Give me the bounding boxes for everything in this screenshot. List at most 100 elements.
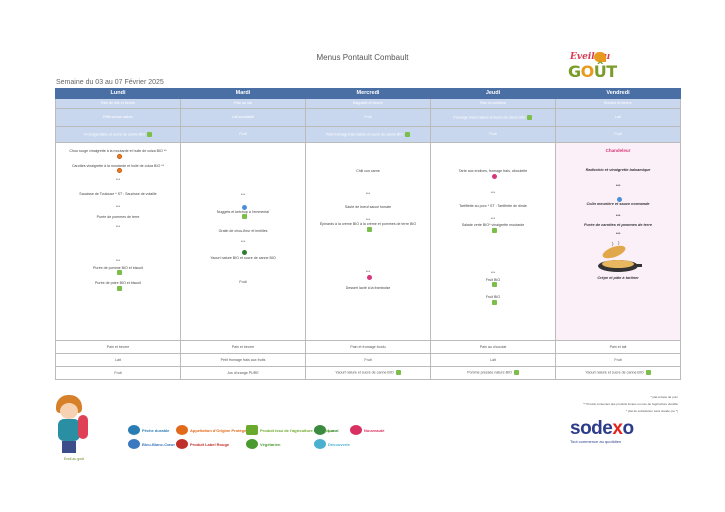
labels-legend: Pêche durable Appellation d'Origine Prot… (128, 425, 408, 455)
cell: Pain de mie et beurre (55, 98, 181, 109)
cell: Jus d'orange PURE (180, 366, 306, 380)
cell: Petit fromage frais aux fruits (180, 353, 306, 367)
bio-icon (246, 425, 258, 435)
cell: Pain au chocolat (430, 340, 556, 354)
breakfast-row-3: Fromage blanc et sucre de canne BIO Frui… (55, 126, 681, 143)
local-icon (314, 425, 326, 435)
breakfast-row-1: Pain de mie et beurre Pain au lait Bague… (55, 98, 681, 109)
footnotes: * plat à base de porc ** Produit contena… (480, 394, 678, 415)
bio-icon (405, 131, 411, 137)
decouverte-icon (314, 439, 326, 449)
cell: Fruit (55, 366, 181, 380)
nouveaute-icon (366, 274, 372, 280)
legend-label-rouge: Produit Label Rouge (176, 439, 229, 449)
sodexo-logo: sodexo Tout commence au quotidien (570, 418, 670, 448)
bio-icon (116, 270, 122, 276)
nouveaute-icon (491, 173, 497, 179)
sodexo-wordmark: sodexo (570, 418, 634, 439)
cell: Brioche et beurre (555, 98, 681, 109)
days-header-row: Lundi Mardi Mercredi Jeudi Vendredi (55, 88, 681, 99)
lunch-mardi: *** Nuggets et ketchup à l'emmental Grat… (180, 142, 306, 341)
mascot-illustration: Eveil au goût (50, 393, 98, 463)
snack-row-1: Pain et beurre Pain et beurre Pain et fr… (55, 340, 681, 354)
aop-icon (116, 153, 122, 159)
cell: Pain et confiture (430, 98, 556, 109)
lunch-mercredi: Chili con carne *** Sauté de bœuf sauce … (305, 142, 431, 341)
legend-local: Local (314, 425, 338, 435)
peche-durable-icon (128, 425, 140, 435)
cell: Pain et lait (555, 340, 681, 354)
cell: Petit fromage frais nature et sucre de c… (305, 126, 431, 143)
sodexo-tagline: Tout commence au quotidien (570, 439, 622, 444)
bio-icon (491, 228, 497, 234)
lunch-vendredi: Chandeleur Radicchio et vinaigrette bals… (555, 142, 681, 341)
mascot-caption: Eveil au goût (63, 457, 85, 461)
cell: Fruit (305, 108, 431, 127)
cell: Lait (430, 353, 556, 367)
cell: Fruit (430, 126, 556, 143)
legend-aop: Appellation d'Origine Protégée (176, 425, 249, 435)
cell: Pain et beurre (55, 340, 181, 354)
lunch-row: Chou rouge vinaigrette à la moutarde et … (55, 142, 681, 341)
crepe-pan-icon (598, 240, 642, 273)
cell: Petit-suisse nature (55, 108, 181, 127)
week-label: Semaine du 03 au 07 Février 2025 (56, 79, 164, 86)
bio-icon (491, 299, 497, 305)
footnote: ** Produit contenant des produits locaux… (583, 402, 678, 406)
bio-icon (395, 370, 401, 376)
legend-nouveaute: Nouveauté (350, 425, 384, 435)
cell: Fromage blanc nature et sucre de canne B… (430, 108, 556, 127)
logo-line2: GOÛT (568, 62, 617, 81)
page-title: Menus Pontault Combault (316, 53, 409, 62)
bio-icon (513, 370, 519, 376)
bbc-icon (241, 204, 247, 210)
cell: Pain et beurre (180, 340, 306, 354)
legend-bio: Produit issu de l'agriculture biologique (246, 425, 334, 435)
aop-icon (176, 425, 188, 435)
legend-peche-durable: Pêche durable (128, 425, 169, 435)
bio-icon (116, 286, 122, 292)
nouveaute-icon (350, 425, 362, 435)
cell: Pain et fromage fondu (305, 340, 431, 354)
logo-flag-icon (594, 52, 606, 62)
legend-bbc: Bleu-Blanc-Cœur (128, 439, 175, 449)
cell: Fruit (305, 353, 431, 367)
legend-decouverte: Découverte (314, 439, 350, 449)
bio-icon (527, 114, 533, 120)
cell: Fromage blanc et sucre de canne BIO (55, 126, 181, 143)
bio-icon (146, 131, 152, 137)
peche-durable-icon (616, 196, 622, 202)
vegetarian-icon (241, 214, 247, 220)
logo-line1: Eveil au (570, 52, 611, 62)
day-header-vendredi: Vendredi (555, 88, 681, 99)
cell: Fruit (555, 126, 681, 143)
cell: Yaourt nature et sucre de canne BIO (555, 366, 681, 380)
bio-icon (645, 370, 651, 376)
aop-icon (116, 168, 122, 174)
vegetarian-icon (246, 439, 258, 449)
lunch-jeudi: Tarte aux endives, fromage frais, ciboul… (430, 142, 556, 341)
legend-vegetarien: Végétarien (246, 439, 280, 449)
footnote: * plat à base de porc (650, 395, 678, 399)
bbc-icon (128, 439, 140, 449)
theme-label: Chandeleur (605, 148, 631, 153)
cell: Fruit (180, 126, 306, 143)
cell: Lait (555, 108, 681, 127)
day-header-mardi: Mardi (180, 88, 306, 99)
day-header-mercredi: Mercredi (305, 88, 431, 99)
lunch-lundi: Chou rouge vinaigrette à la moutarde et … (55, 142, 181, 341)
snack-row-3: Fruit Jus d'orange PURE Yaourt nature et… (55, 366, 681, 380)
local-icon (241, 250, 247, 256)
snack-row-2: Lait Petit fromage frais aux fruits Frui… (55, 353, 681, 367)
cell: Baguette et beurre (305, 98, 431, 109)
cell: Pain au lait (180, 98, 306, 109)
eveil-au-gout-logo: Eveil au GOÛT (566, 52, 628, 86)
bio-icon (366, 226, 372, 232)
cell: Lait (55, 353, 181, 367)
label-rouge-icon (176, 439, 188, 449)
cell: Lait aromatisé (180, 108, 306, 127)
cell: Yaourt nature et sucre de canne BIO (305, 366, 431, 380)
cell: Pomme pressée nature BIO (430, 366, 556, 380)
menu-table: Lundi Mardi Mercredi Jeudi Vendredi Pain… (55, 88, 681, 380)
day-header-lundi: Lundi (55, 88, 181, 99)
